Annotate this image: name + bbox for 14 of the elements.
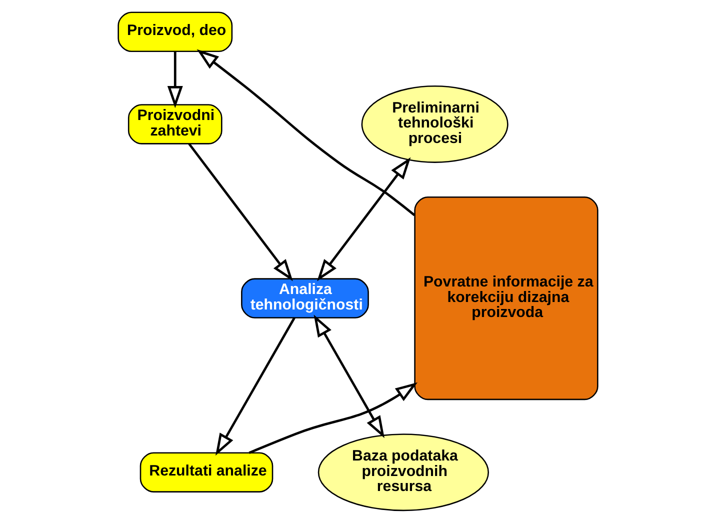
arrow: [313, 314, 384, 438]
arrow: [248, 382, 418, 454]
node-box: Analiza tehnologičnosti: [240, 278, 368, 318]
node-box: Povratne informacije za korekciju dizajna proizvoda: [414, 196, 598, 400]
arrow: [214, 317, 295, 456]
node-ellipse: Preliminarni tehnološki procesi: [360, 85, 508, 163]
arrow: [188, 143, 292, 282]
arrow: [196, 49, 415, 216]
node-box: Proizvodni zahtevi: [127, 104, 222, 144]
node-ellipse: Baza podataka proizvodnih resursa: [317, 434, 489, 512]
node-box: Rezultati analize: [139, 452, 273, 492]
arrow: [316, 157, 410, 282]
node-box: Proizvod, deo: [117, 12, 232, 52]
arrow: [166, 52, 182, 108]
